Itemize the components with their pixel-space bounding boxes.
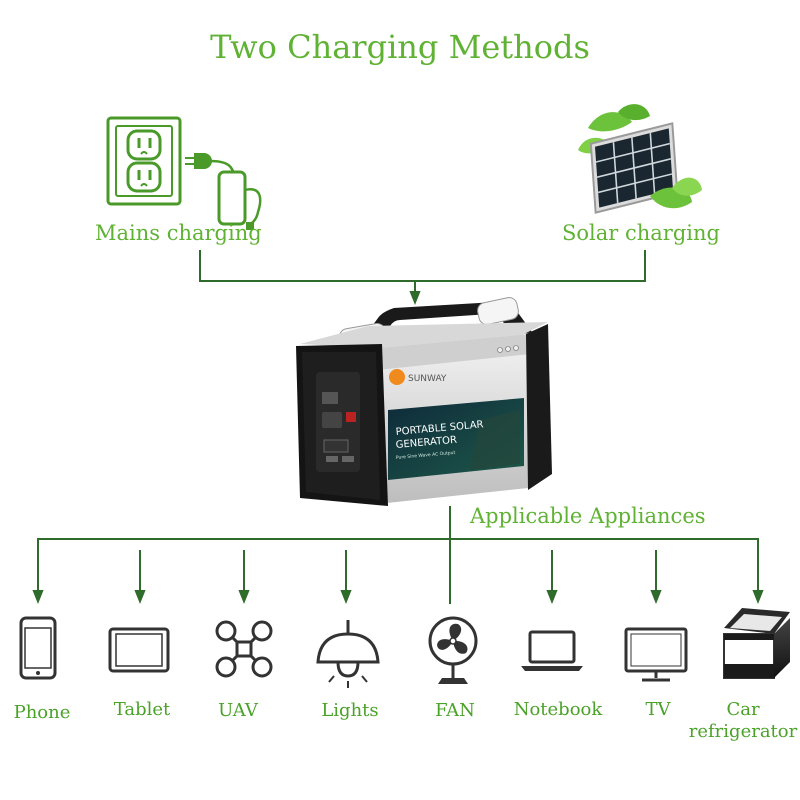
tv-icon <box>624 627 688 682</box>
charger-adapter-icon <box>185 153 262 230</box>
appliance-label-uav: UAV <box>218 700 258 721</box>
appliances-heading: Applicable Appliances <box>470 504 706 528</box>
appliance-label-fan: FAN <box>435 700 475 721</box>
drone-icon <box>215 620 273 678</box>
appliance-label-phone: Phone <box>13 702 71 723</box>
appliance-label-lights: Lights <box>321 700 379 721</box>
generator-panel-subtext: Pure Sine Wave AC Output <box>396 450 456 461</box>
appliance-label-notebook: Notebook <box>513 699 603 720</box>
lamp-icon <box>316 620 380 688</box>
generator-brand-label: SUNWAY <box>408 374 447 384</box>
wall-outlet-icon <box>106 116 182 206</box>
solar-charging-label: Solar charging <box>562 221 720 245</box>
charging-connector <box>199 250 646 305</box>
mains-charging-label: Mains charging <box>95 221 262 245</box>
tablet-icon <box>108 627 170 673</box>
solar-generator-image: SUNWAY PORTABLE SOLAR GENERATOR Pure Sin… <box>296 297 552 506</box>
fan-icon <box>428 616 478 684</box>
appliance-arrows <box>32 539 764 604</box>
generator-panel-title-2: GENERATOR <box>395 435 457 451</box>
solar-panel-icon <box>578 104 702 214</box>
phone-icon <box>19 616 57 680</box>
laptop-icon <box>521 630 583 671</box>
appliance-label-car-refrigerator: Car refrigerator <box>688 699 798 742</box>
appliance-label-tablet: Tablet <box>113 699 171 720</box>
page-title: Two Charging Methods <box>210 28 590 66</box>
car-fridge-icon <box>723 608 790 679</box>
appliance-label-tv: TV <box>645 699 671 720</box>
